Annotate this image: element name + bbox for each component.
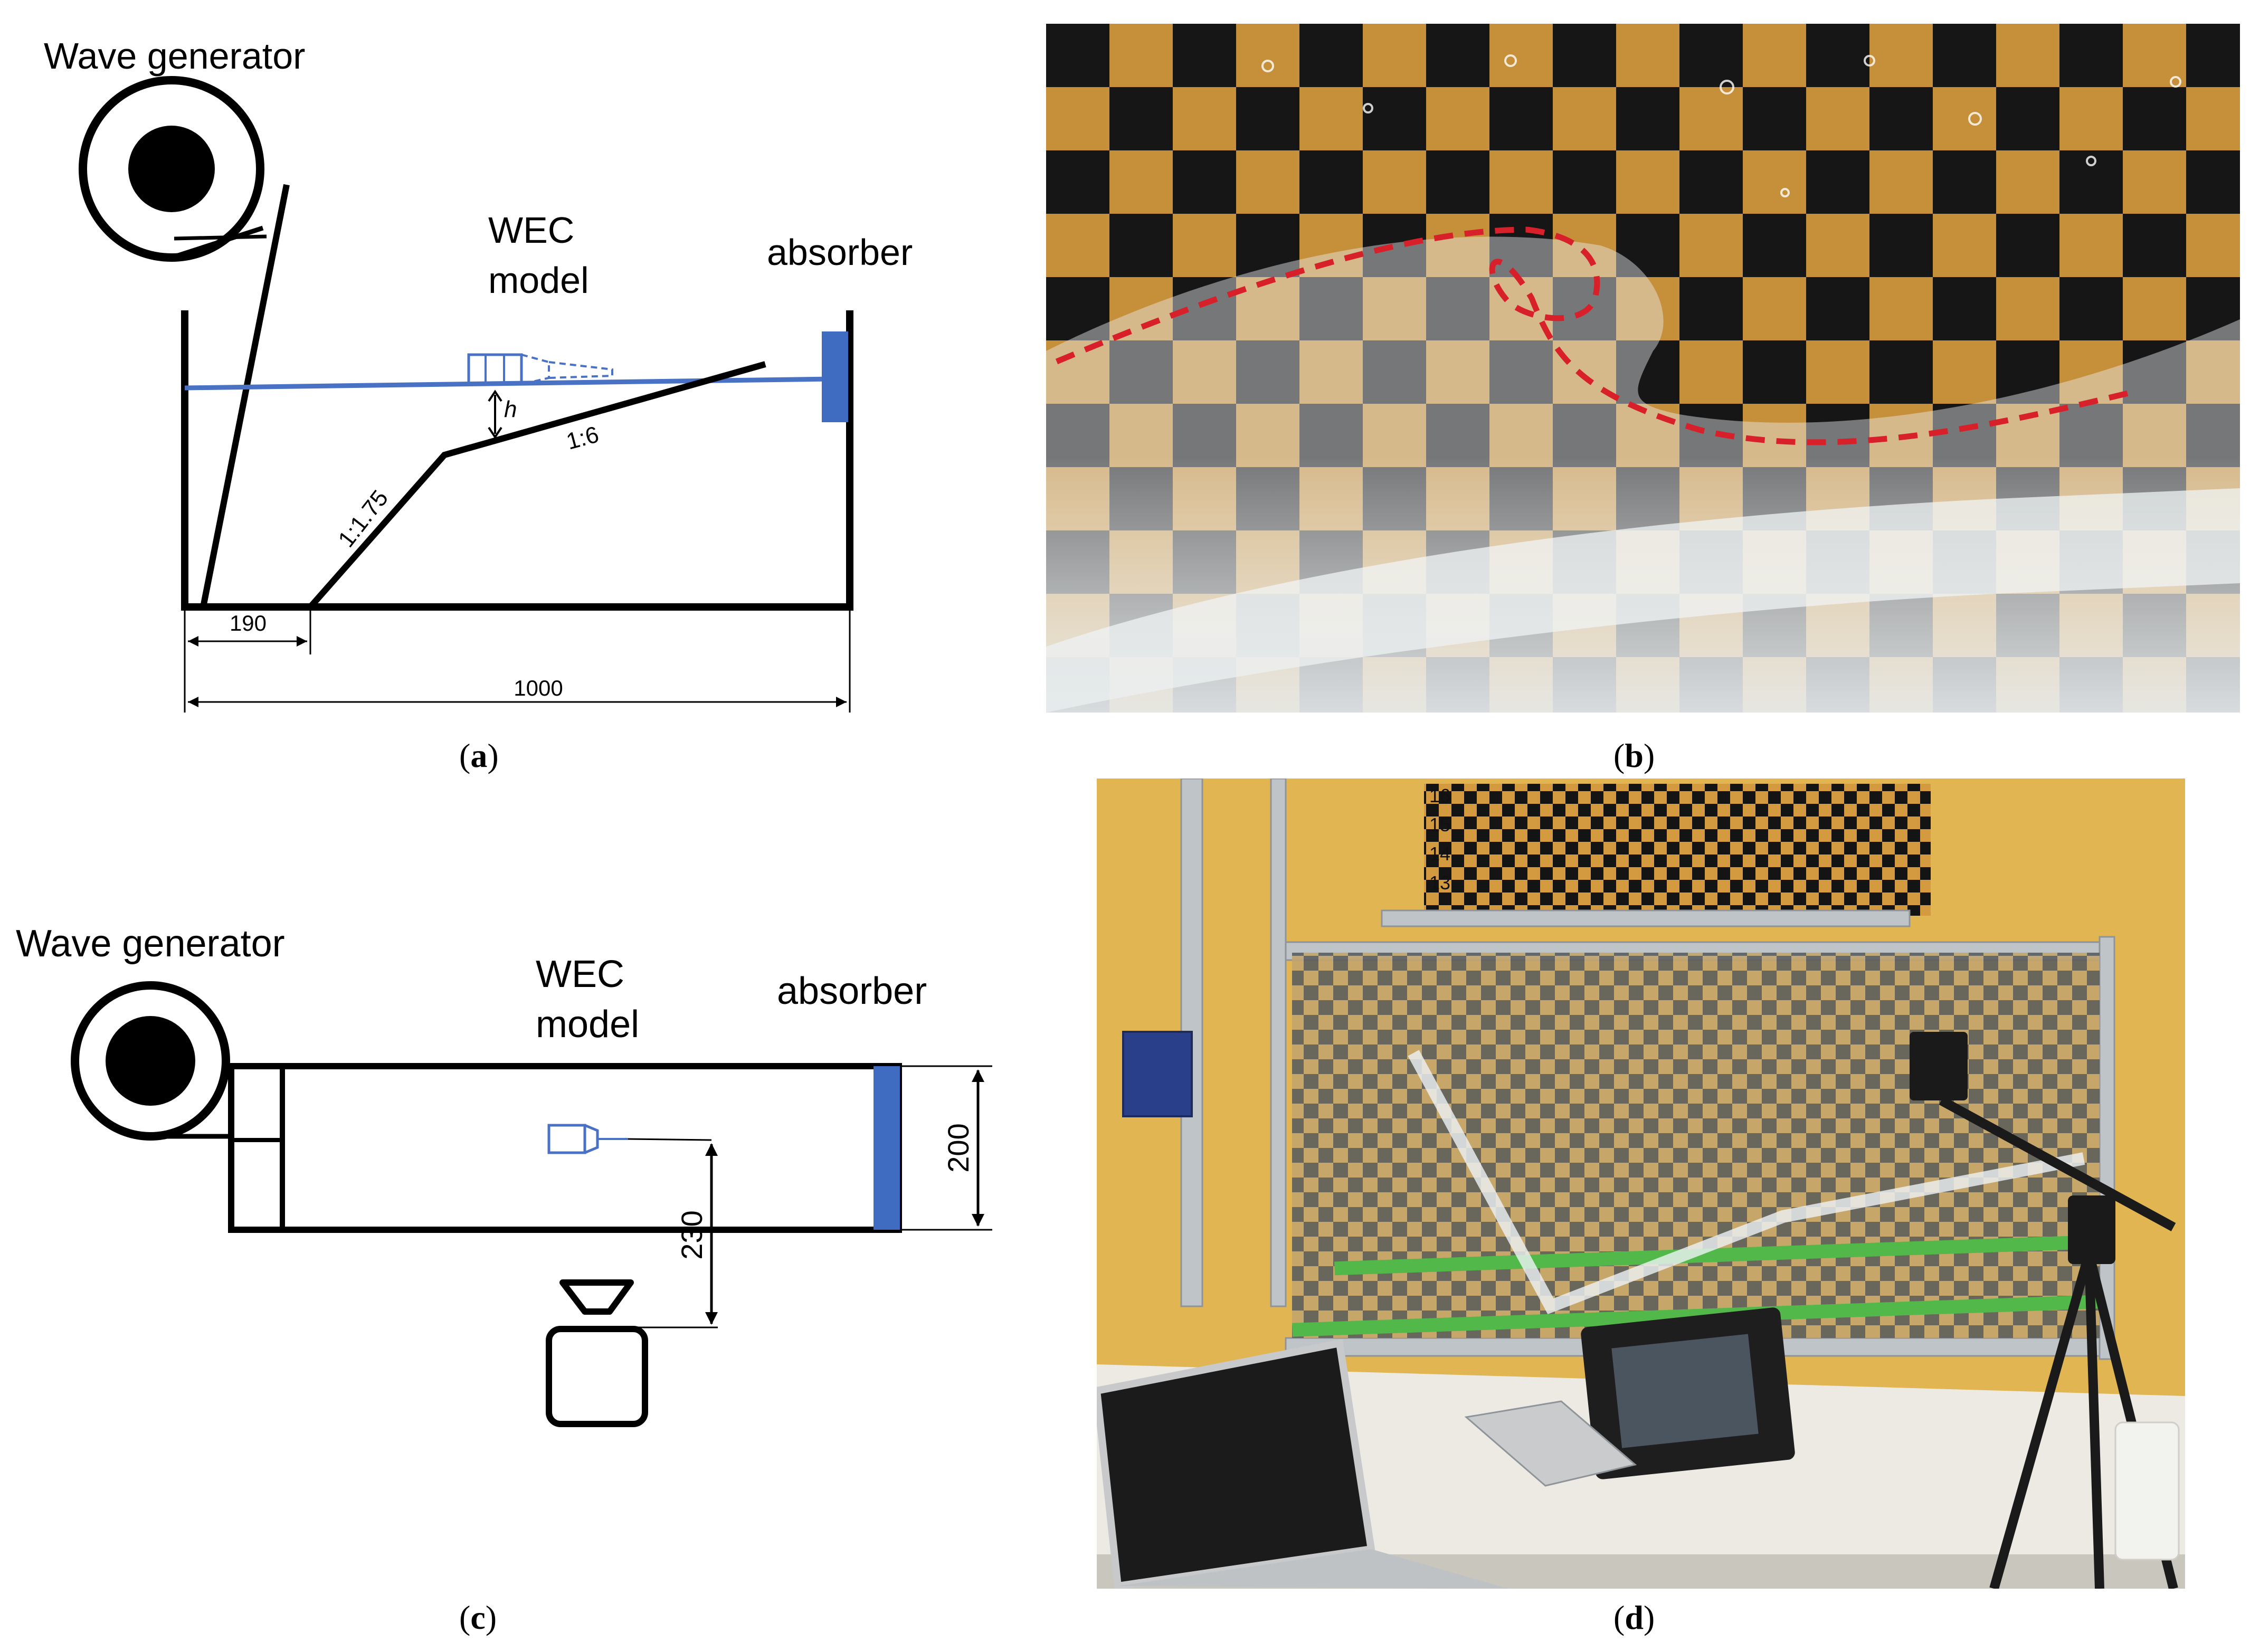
slope-label-gentle: 1:6 xyxy=(564,421,602,454)
motor-controller xyxy=(1122,1031,1193,1117)
glass-tank xyxy=(1292,953,2100,1338)
wave-generator-hub xyxy=(106,1016,195,1106)
lower-fog xyxy=(1046,457,2240,713)
wec-label-line1: WEC xyxy=(488,210,574,251)
wec-label-line2: model xyxy=(488,260,589,301)
absorber-block xyxy=(822,331,848,422)
caption-d: (d) xyxy=(1613,1599,1655,1636)
absorber-label: absorber xyxy=(777,970,927,1012)
wave-paddle xyxy=(200,184,290,608)
wave-generator-hub xyxy=(128,126,215,212)
absorber-block xyxy=(874,1066,900,1230)
panel-b-wave-photo xyxy=(1046,24,2240,713)
generator-belt-top xyxy=(170,225,264,260)
absorber-label: absorber xyxy=(767,232,913,273)
svg-text:15: 15 xyxy=(1429,814,1450,836)
svg-text:13: 13 xyxy=(1429,872,1450,894)
svg-text:16: 16 xyxy=(1429,785,1450,806)
tripod-head xyxy=(2068,1195,2115,1264)
wec-label-line2: model xyxy=(536,1003,639,1046)
tank-outline xyxy=(181,310,853,611)
depth-symbol: h xyxy=(504,396,517,422)
board-numbers: 16 15 14 13 xyxy=(1429,785,1450,894)
dimension-label-230: 230 xyxy=(675,1210,708,1259)
generator-belt-bottom xyxy=(174,234,267,241)
tank-top-outline xyxy=(228,1063,902,1233)
wave-generator-label: Wave generator xyxy=(16,923,285,965)
dimension-label-190: 190 xyxy=(230,611,267,635)
beach-slope xyxy=(308,361,766,609)
wec-label-line1: WEC xyxy=(536,953,624,995)
caption-b: (b) xyxy=(1613,737,1655,774)
dimension-label-1000: 1000 xyxy=(514,676,563,700)
air-bubbles xyxy=(1261,54,2181,197)
wec-model-top xyxy=(547,1124,712,1154)
svg-text:14: 14 xyxy=(1429,843,1450,865)
wave-generator-label: Wave generator xyxy=(44,35,305,77)
caption-a: (a) xyxy=(459,737,499,774)
panel-a-side-view: h 1:1.75 1:6 Wave generator WEC model ab… xyxy=(44,35,913,713)
data-logger-screen xyxy=(1611,1334,1759,1448)
checker-board xyxy=(1424,784,1931,916)
wec-model-side xyxy=(467,353,613,386)
camera-icon xyxy=(546,1279,648,1427)
laptop-keyboard xyxy=(1118,1549,1508,1589)
dimension-label-200: 200 xyxy=(942,1123,975,1172)
action-camera xyxy=(1910,1032,1968,1100)
plastic-bottle xyxy=(2114,1421,2180,1561)
glass-ramp xyxy=(1408,1050,2085,1314)
panel-c-top-view: Wave generator WEC model absorber 200 23… xyxy=(16,923,992,1427)
panel-d-lab-photo: 16 15 14 13 xyxy=(1097,778,2185,1589)
laptop-screen xyxy=(1097,1338,1375,1589)
electronics-box xyxy=(1464,1400,1637,1487)
caption-c: (c) xyxy=(459,1599,497,1636)
wave-profile-trace xyxy=(1055,226,2129,445)
